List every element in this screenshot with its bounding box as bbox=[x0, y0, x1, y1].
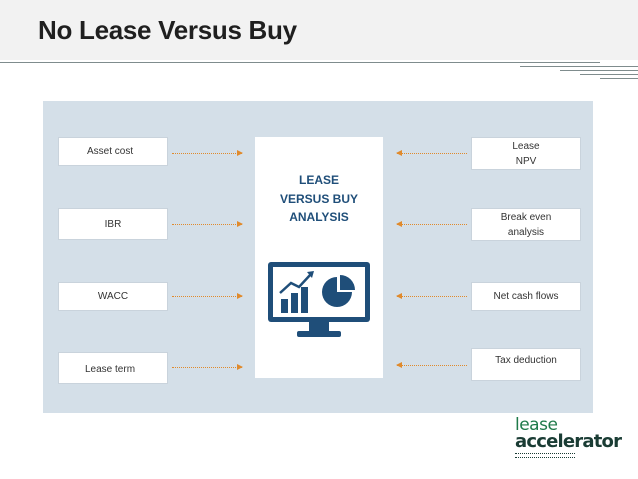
output-arrow bbox=[396, 221, 467, 227]
input-arrow bbox=[172, 364, 243, 370]
logo-text: lease bbox=[515, 415, 558, 435]
input-box-lease-term: Lease term bbox=[58, 352, 168, 384]
input-box-asset-cost: Asset cost bbox=[58, 137, 168, 166]
header-rule bbox=[580, 74, 638, 75]
header-rule bbox=[600, 78, 638, 79]
lease-accelerator-logo: lease accelerator bbox=[512, 415, 622, 459]
input-label: IBR bbox=[104, 218, 122, 230]
logo-tagline bbox=[515, 453, 575, 458]
page-title: No Lease Versus Buy bbox=[38, 15, 297, 45]
analysis-title-line: VERSUS BUY bbox=[279, 191, 359, 206]
output-arrow bbox=[396, 150, 467, 156]
input-box-wacc: WACC bbox=[58, 282, 168, 311]
output-arrow bbox=[396, 293, 467, 299]
analysis-title-line: ANALYSIS bbox=[289, 210, 349, 225]
input-arrow bbox=[172, 293, 243, 299]
output-label: Break even bbox=[500, 211, 552, 223]
input-label: WACC bbox=[97, 291, 129, 302]
logo-text: accelerator bbox=[515, 431, 622, 452]
analysis-title-line: LEASE bbox=[298, 173, 339, 187]
output-label: Lease bbox=[512, 140, 540, 152]
output-box-tax-deduction: Tax deduction bbox=[471, 348, 581, 381]
monitor-chart-icon bbox=[268, 262, 370, 337]
output-box-lease-npv: Lease NPV bbox=[471, 137, 581, 170]
input-arrow bbox=[172, 150, 243, 156]
output-label: analysis bbox=[507, 226, 545, 238]
header-rule bbox=[0, 62, 600, 63]
title-bar: No Lease Versus Buy bbox=[0, 0, 638, 60]
analysis-box: LEASE VERSUS BUY ANALYSIS bbox=[255, 137, 383, 378]
output-label: Net cash flows bbox=[493, 291, 559, 302]
input-label: Asset cost bbox=[87, 146, 134, 157]
input-box-ibr: IBR bbox=[58, 208, 168, 240]
analysis-title: LEASE VERSUS BUY ANALYSIS bbox=[255, 171, 383, 227]
output-box-net-cash-flows: Net cash flows bbox=[471, 282, 581, 311]
header-rule bbox=[520, 66, 638, 67]
output-label: Tax deduction bbox=[495, 355, 557, 366]
input-label: Lease term bbox=[85, 364, 136, 375]
output-label: NPV bbox=[515, 155, 537, 167]
output-box-break-even: Break even analysis bbox=[471, 208, 581, 241]
output-arrow bbox=[396, 362, 467, 368]
input-arrow bbox=[172, 221, 243, 227]
header-rule bbox=[560, 70, 638, 71]
